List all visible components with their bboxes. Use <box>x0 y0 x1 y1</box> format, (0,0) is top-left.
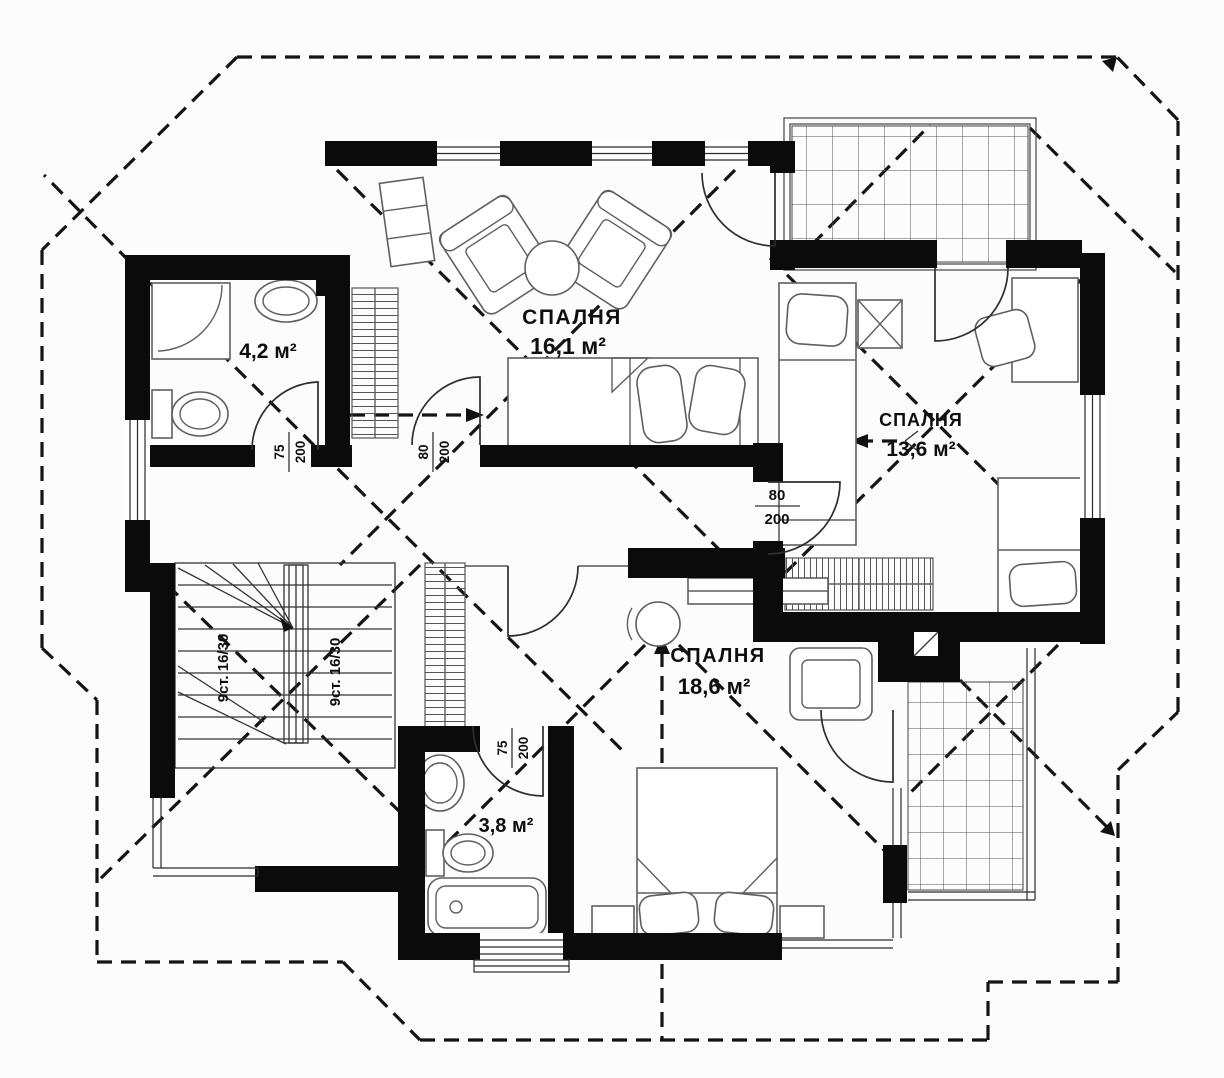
door-balcony-bedroom-2 <box>934 267 1009 342</box>
stair-flight-label: 9ст. 16/30 <box>215 634 232 703</box>
door-width: 75 <box>495 740 510 756</box>
door-height: 200 <box>293 441 308 464</box>
round-table-icon <box>524 240 580 296</box>
cabinet-icon <box>378 176 436 268</box>
door-height: 200 <box>516 737 531 760</box>
room-1-name: СПАЛНЯ <box>522 306 622 329</box>
stair-direction-arrow <box>280 617 293 632</box>
stool-icon <box>635 601 681 647</box>
roof-arrow-ne <box>1102 57 1117 72</box>
door-bedroom-3 <box>507 565 579 637</box>
armchair-icon <box>438 194 555 315</box>
armchair-icon <box>789 647 873 721</box>
balcony-top-right <box>783 117 1037 271</box>
windows <box>125 141 1105 973</box>
pillow-icon <box>688 364 746 436</box>
bathroom-bottom-area: 3,8 м² <box>479 815 534 837</box>
bedroom-1-furniture <box>378 176 759 455</box>
stair-flight-label: 9ст. 16/30 <box>327 638 344 707</box>
bedroom-2-furniture <box>778 277 1089 615</box>
roof-arrow-left <box>850 434 868 448</box>
nightstand-icon <box>779 905 825 939</box>
room-2-area: 13,6 м² <box>886 438 955 461</box>
room-2-name: СПАЛНЯ <box>879 410 963 430</box>
door-size-hall: 80 200 <box>755 487 800 528</box>
door-bathroom-top <box>251 381 319 451</box>
bedroom-3-furniture <box>591 577 873 939</box>
terrace-tile-grid <box>907 681 1024 891</box>
bathroom-bottom-fixtures <box>415 754 547 937</box>
door-hall <box>767 481 841 555</box>
door-size-bath-bottom: 75 200 <box>495 728 531 768</box>
armchair-icon <box>556 189 673 310</box>
door-balcony-bedroom-1 <box>701 172 776 247</box>
pillow-icon <box>713 891 775 937</box>
toilet-icon <box>425 829 445 877</box>
staircase <box>174 562 396 769</box>
pillow-icon <box>1008 560 1078 608</box>
door-width: 80 <box>769 487 786 504</box>
door-width: 75 <box>272 444 287 460</box>
door-arcs <box>251 172 1009 797</box>
terrace-bottom-right <box>907 648 1036 901</box>
walls <box>125 141 1105 960</box>
room-3-area: 18,6 м² <box>678 674 751 699</box>
pillow-icon <box>638 891 700 937</box>
shower-icon <box>151 282 231 360</box>
pillow-icon <box>636 364 688 444</box>
room-3-name: СПАЛНЯ <box>670 645 765 667</box>
door-width: 80 <box>416 444 431 459</box>
bathroom-top-fixtures <box>151 279 318 439</box>
chair-icon <box>974 308 1036 368</box>
roof-arrow-right <box>466 408 484 422</box>
balcony-tile-grid <box>791 125 1029 263</box>
door-size-bedroom-1: 80 200 <box>416 432 452 472</box>
toilet-icon <box>151 389 173 439</box>
room-1-area: 16,1 м² <box>530 333 606 359</box>
door-height: 200 <box>437 441 452 464</box>
bathroom-top-area: 4,2 м² <box>239 340 297 363</box>
door-terrace-bedroom-3 <box>820 709 894 783</box>
pillow-icon <box>785 293 849 347</box>
door-height: 200 <box>764 511 789 528</box>
door-size-bath-top: 75 200 <box>272 432 308 472</box>
roof-arrow-se <box>1100 821 1115 836</box>
labels: СПАЛНЯ 16,1 м² СПАЛНЯ 13,6 м² СПАЛНЯ 18,… <box>215 306 963 837</box>
door-bathroom-bottom <box>472 725 544 797</box>
door-bedroom-1 <box>411 376 481 446</box>
